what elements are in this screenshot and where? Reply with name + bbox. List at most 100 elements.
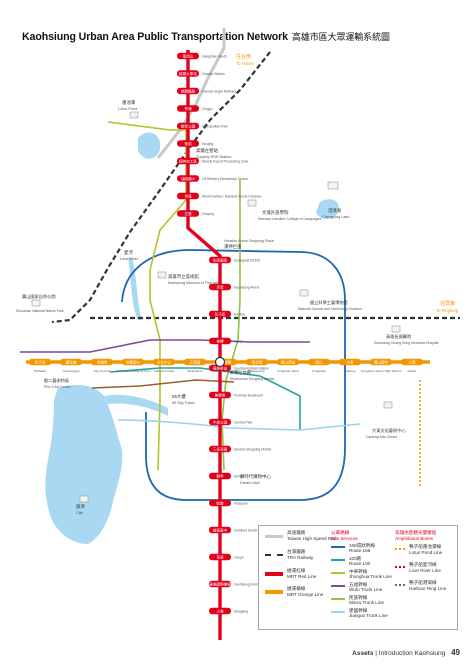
red-station-label-en: Houyi — [234, 340, 243, 344]
red-station-label-en: Cianjhen Senior High School — [234, 529, 276, 533]
legend-bus-swatch — [331, 598, 345, 600]
red-station-marker[interactable] — [177, 122, 199, 130]
legend-bus-en: Jhonghua Trunk Line — [349, 574, 392, 579]
red-station-marker[interactable] — [209, 445, 231, 453]
orange-station-marker[interactable] — [370, 358, 392, 366]
orange-station-label-zh: 文化中心 — [157, 360, 172, 365]
red-station-marker[interactable] — [177, 192, 199, 200]
red-station-marker[interactable] — [209, 553, 231, 561]
mrt-red-line — [186, 50, 222, 640]
orange-station-marker[interactable] — [246, 358, 268, 366]
orange-station-marker[interactable] — [153, 358, 175, 366]
red-station-marker[interactable] — [209, 472, 231, 480]
red-station-label-en: Ciaotou Sugar Refinery — [202, 90, 237, 94]
place-label-en: Pier-2 Art Center — [44, 385, 72, 389]
legend-bus-header-zh: 公車路線 — [331, 530, 350, 535]
red-station-marker[interactable] — [177, 52, 199, 60]
red-station-marker[interactable] — [177, 175, 199, 182]
footer-section: Assets — [352, 650, 374, 657]
orange-station-label-zh: 大寮 — [408, 360, 416, 365]
red-station-label-zh: 三多商圈 — [213, 447, 228, 452]
red-station-marker[interactable] — [209, 256, 231, 264]
red-station-label-zh: 高雄車站 — [213, 366, 228, 371]
formosa-boulevard-interchange[interactable] — [214, 356, 226, 368]
hsr-line — [156, 28, 226, 159]
orange-station-marker[interactable] — [91, 358, 113, 366]
red-station-marker[interactable] — [177, 70, 199, 77]
red-station-marker[interactable] — [177, 87, 199, 95]
red-station-label-zh: 油廠國小 — [181, 176, 196, 181]
orange-station-marker[interactable] — [401, 358, 423, 366]
red-station-label-en: Zuoying — [202, 212, 214, 216]
orange-station-marker[interactable] — [29, 358, 51, 366]
red-station-marker[interactable] — [209, 418, 231, 426]
orange-station-label-en: Yanchengpu — [62, 369, 79, 373]
red-station-marker[interactable] — [209, 526, 231, 534]
orange-station-marker[interactable] — [122, 358, 144, 366]
place-label-en: Hanshin Arena Shopping Plaza — [224, 239, 274, 243]
red-station-marker[interactable] — [209, 364, 231, 372]
red-station-label-en: Shihjia — [234, 475, 244, 479]
orange-station-marker[interactable] — [308, 358, 330, 366]
red-station-marker[interactable] — [209, 391, 231, 399]
orange-station-marker[interactable] — [339, 358, 361, 366]
red-station-marker[interactable] — [177, 105, 199, 112]
orange-station-label-zh: 鳳山國中 — [374, 360, 389, 365]
legend-bus-swatch — [331, 585, 345, 587]
red-station-marker[interactable] — [209, 310, 231, 318]
orange-station-label-zh: 大東 — [346, 360, 354, 365]
red-station-marker[interactable] — [177, 140, 199, 147]
red-station-marker[interactable] — [177, 157, 199, 165]
orange-station-marker[interactable] — [277, 358, 299, 366]
place-label-zh: 蓮池潭 — [122, 99, 136, 106]
red-station-marker[interactable] — [209, 499, 231, 507]
red-station-label-zh: 凱旋 — [216, 501, 224, 506]
red-station-marker[interactable] — [209, 337, 231, 345]
red-station-marker[interactable] — [177, 210, 199, 217]
orange-station-marker[interactable] — [60, 358, 82, 366]
legend-bus-zh: 民族幹線 — [349, 595, 368, 600]
orange-station-marker[interactable] — [184, 358, 206, 366]
red-station-marker[interactable] — [209, 283, 231, 291]
red-station-marker[interactable] — [209, 580, 231, 588]
red-station-marker[interactable] — [209, 607, 231, 615]
red-station-label-en: Caoya — [234, 556, 244, 560]
legend-bus-en: Wufu Trunk Line — [349, 587, 383, 592]
